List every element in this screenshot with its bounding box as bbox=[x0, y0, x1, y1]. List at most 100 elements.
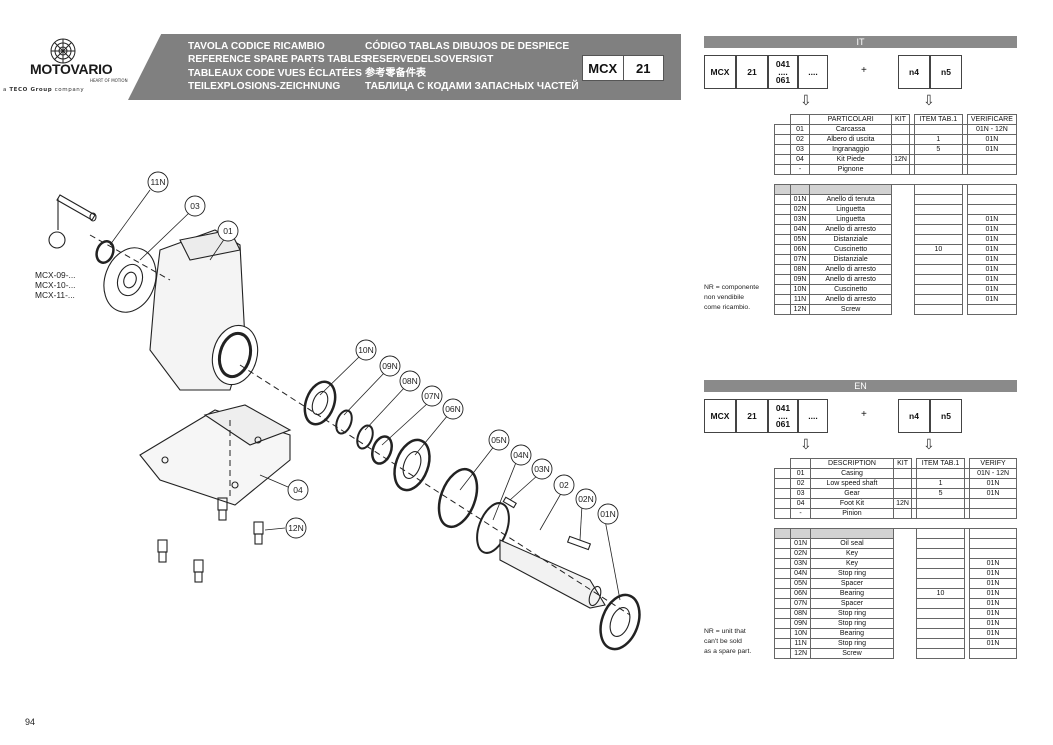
model-size: 21 bbox=[622, 56, 664, 80]
code-size: 21 bbox=[736, 55, 768, 89]
lang-bar-it: IT bbox=[704, 36, 1017, 48]
code-row-en: MCX 21 041....061 .... + n4 n5 bbox=[704, 399, 1017, 433]
arrow-down-icon: ⇩ bbox=[923, 437, 935, 453]
title-line: TAVOLA CODICE RICAMBIO bbox=[188, 41, 325, 52]
title-line: REFERENCE SPARE PARTS TABLES bbox=[188, 54, 368, 66]
brand-name: MOTOVARIO bbox=[30, 61, 113, 77]
seal-ring bbox=[95, 240, 115, 264]
title-column-1: TAVOLA CODICE RICAMBIO REFERENCE SPARE P… bbox=[188, 40, 367, 93]
callout-12n: 12N bbox=[288, 523, 304, 533]
cover-flange bbox=[103, 247, 157, 313]
callout-01: 01 bbox=[223, 226, 233, 236]
key-03n bbox=[502, 496, 517, 509]
panel-en: EN MCX 21 041....061 .... + n4 n5 ⇩ ⇩ DE… bbox=[704, 380, 1017, 670]
code-ratio: 041....061 bbox=[768, 399, 798, 433]
code-plus: + bbox=[861, 65, 867, 76]
callout-03: 03 bbox=[190, 201, 200, 211]
callout-02: 02 bbox=[559, 480, 569, 490]
callout-11n: 11N bbox=[151, 177, 166, 187]
callout-08n: 08N bbox=[402, 376, 418, 386]
bearing-10n bbox=[303, 380, 337, 426]
arrow-down-icon: ⇩ bbox=[800, 437, 812, 453]
pin-part bbox=[56, 194, 96, 221]
title-column-2: CÓDIGO TABLAS DIBUJOS DE DESPIECE RESERV… bbox=[365, 40, 579, 93]
callout-03n: 03N bbox=[534, 464, 550, 474]
table-row: -Pignone bbox=[774, 164, 1018, 175]
arrow-down-icon: ⇩ bbox=[800, 93, 812, 109]
code-n5: n5 bbox=[930, 55, 962, 89]
variant-label: MCX-11-... bbox=[35, 290, 75, 300]
group-line: a TECO Group company bbox=[3, 87, 85, 93]
code-n4: n4 bbox=[898, 399, 930, 433]
screws bbox=[157, 497, 264, 583]
stopring-04n bbox=[476, 502, 510, 554]
title-line: TEILEXPLOSIONS-ZEICHNUNG bbox=[188, 80, 341, 92]
code-n4: n4 bbox=[898, 55, 930, 89]
callout-04n: 04N bbox=[513, 450, 529, 460]
code-size: 21 bbox=[736, 399, 768, 433]
code-dots: .... bbox=[798, 399, 828, 433]
variant-label: MCX-10-... bbox=[35, 280, 76, 290]
spacer-07n bbox=[371, 435, 393, 465]
bearing-06n bbox=[393, 438, 431, 492]
spacer-05n bbox=[437, 467, 479, 529]
code-row-it: MCX 21 041....061 .... + n4 n5 bbox=[704, 55, 1017, 89]
brand-tagline: HEART OF MOTION bbox=[90, 78, 128, 83]
callout-10n: 10N bbox=[358, 345, 374, 355]
key-02n bbox=[566, 535, 592, 551]
table-row: -Pinion bbox=[773, 508, 1017, 519]
model-size-box: MCX 21 bbox=[582, 55, 664, 81]
output-shaft bbox=[499, 539, 606, 609]
oil-seal bbox=[599, 593, 641, 651]
callout-02n: 02N bbox=[578, 494, 594, 504]
title-line: RESERVEDELSOVERSIGT bbox=[365, 54, 494, 66]
code-n5: n5 bbox=[930, 399, 962, 433]
callout-06n: 06N bbox=[445, 404, 461, 414]
variant-label: MCX-09-... bbox=[35, 270, 76, 280]
code-dots: .... bbox=[798, 55, 828, 89]
code-plus: + bbox=[861, 409, 867, 420]
title-line: ТАБЛИЦА С КОДАМИ ЗАПАСНЫХ ЧАСТЕЙ bbox=[365, 80, 579, 92]
callout-01n: 01N bbox=[600, 509, 616, 519]
title-line: TABLEAUX CODE VUES ÉCLATÉES bbox=[188, 67, 362, 79]
callout-04: 04 bbox=[293, 485, 303, 495]
flower-logo-icon bbox=[50, 38, 76, 64]
callout-09n: 09N bbox=[382, 361, 398, 371]
title-line: CÓDIGO TABLAS DIBUJOS DE DESPIECE bbox=[365, 41, 570, 52]
model-code: MCX bbox=[588, 60, 618, 76]
pin-tip-icon bbox=[48, 231, 66, 249]
parts-table-it: PARTICOLARI KIT ITEM TAB.1 VERIFICARE 01… bbox=[774, 114, 1018, 315]
